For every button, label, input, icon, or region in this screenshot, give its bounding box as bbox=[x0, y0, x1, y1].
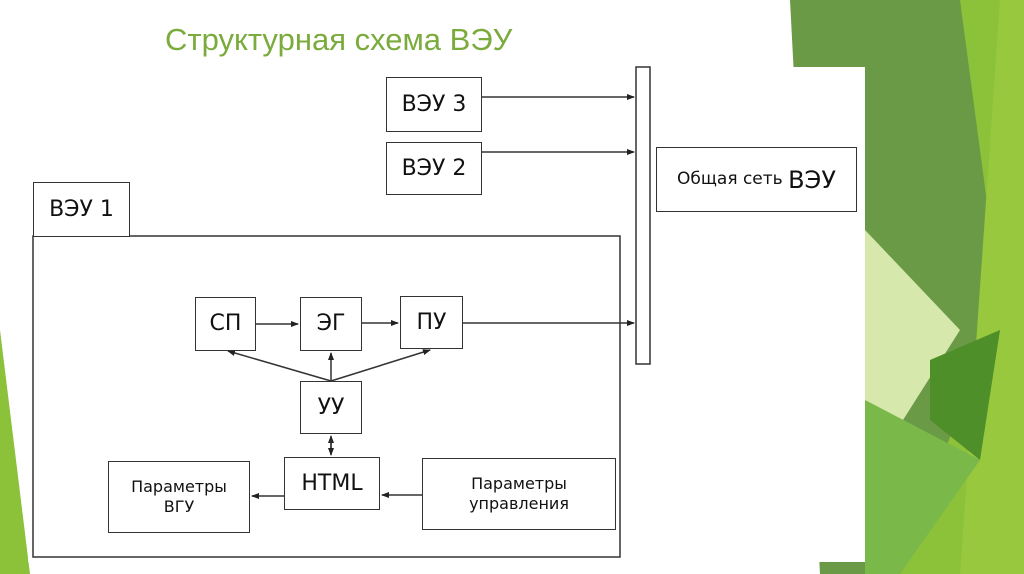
network-label-veu: ВЭУ bbox=[788, 165, 836, 194]
sp-label: СП bbox=[209, 311, 242, 337]
eg-label: ЭГ bbox=[316, 311, 346, 337]
pu-block: ПУ bbox=[400, 296, 463, 349]
network-label: Общая сеть bbox=[677, 168, 783, 189]
html-block: HTML bbox=[284, 457, 380, 510]
network-box: Общая сеть ВЭУ bbox=[656, 147, 857, 212]
veu1-label: ВЭУ 1 bbox=[49, 196, 114, 222]
veu2-label: ВЭУ 2 bbox=[401, 155, 467, 181]
params-vgu-line1: Параметры bbox=[131, 477, 227, 496]
veu2-box: ВЭУ 2 bbox=[386, 142, 482, 195]
uu-block: УУ bbox=[300, 381, 362, 434]
sp-block: СП bbox=[195, 297, 256, 351]
params-vgu-block: Параметры ВГУ bbox=[108, 461, 250, 533]
html-label: HTML bbox=[301, 470, 363, 496]
slide-title: Структурная схема ВЭУ bbox=[165, 22, 513, 57]
params-control-line1: Параметры bbox=[471, 474, 567, 493]
eg-block: ЭГ bbox=[300, 297, 362, 351]
params-control-line2: управления bbox=[469, 494, 569, 513]
pu-label: ПУ bbox=[416, 309, 447, 335]
veu3-box: ВЭУ 3 bbox=[386, 77, 482, 132]
params-control-block: Параметры управления bbox=[422, 458, 616, 530]
veu3-label: ВЭУ 3 bbox=[401, 91, 467, 117]
uu-label: УУ bbox=[317, 394, 345, 420]
veu1-label-box: ВЭУ 1 bbox=[33, 182, 130, 237]
params-vgu-line2: ВГУ bbox=[163, 497, 195, 516]
